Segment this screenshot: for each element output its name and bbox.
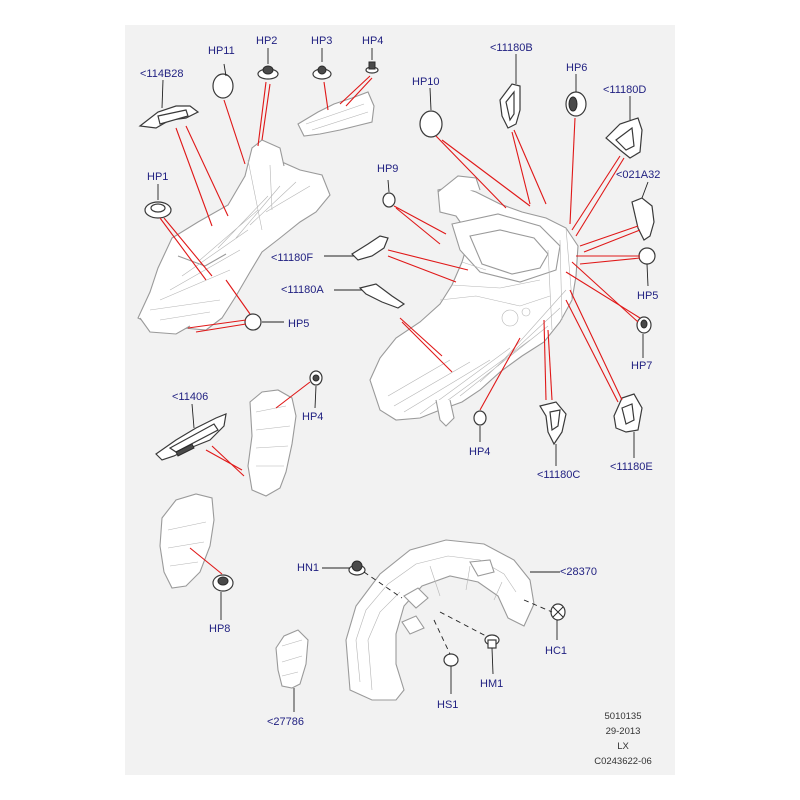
callout-11180C: <11180C — [537, 469, 581, 481]
rear-body-structure — [369, 175, 579, 427]
bracket-11180C — [539, 401, 567, 446]
bracket-11180D — [605, 117, 643, 159]
plug-hp5-left — [244, 313, 262, 331]
bracket-11180E — [613, 393, 643, 433]
deflector-27786 — [275, 629, 309, 689]
callout-11180A: <11180A — [281, 284, 324, 296]
bracket-021A32 — [631, 197, 655, 241]
callout-28370: <28370 — [560, 566, 598, 578]
plug-hp4-top — [365, 61, 379, 74]
callout-hp5-right: HP5 — [637, 290, 659, 302]
bracket-11180F — [351, 235, 389, 261]
reference-number: 5010135 — [604, 711, 642, 722]
fastener-hc1 — [550, 603, 566, 621]
callout-11180D: <11180D — [603, 84, 647, 96]
reference-date: 29-2013 — [605, 726, 641, 737]
plug-hp9 — [382, 192, 396, 208]
plug-hp3 — [312, 65, 332, 80]
callout-hp4-low: HP4 — [469, 446, 491, 458]
callout-hp9: HP9 — [377, 163, 399, 175]
callout-hm1: HM1 — [480, 678, 504, 690]
plug-hp7 — [636, 316, 652, 334]
front-body-structure — [137, 139, 331, 335]
callout-hp1: HP1 — [147, 171, 169, 183]
callout-11180F: <11180F — [271, 252, 314, 264]
callout-021A32: <021A32 — [616, 169, 661, 181]
leader-lines — [159, 75, 641, 575]
plug-hp11 — [212, 73, 234, 99]
callout-11180E: <11180E — [610, 461, 653, 473]
plug-hp6 — [565, 91, 587, 117]
callout-hc1: HC1 — [545, 645, 568, 657]
plug-hp1 — [144, 201, 172, 219]
callout-hp5-left: HP5 — [288, 318, 310, 330]
callout-11180B: <11180B — [490, 42, 533, 54]
inner-side-panel — [247, 389, 297, 497]
plug-hp5-right — [638, 247, 656, 265]
plug-hp4-mid — [309, 370, 323, 386]
upper-bracket — [297, 91, 375, 137]
callout-hp10: HP10 — [412, 76, 440, 88]
dashed-assembly-lines — [363, 571, 553, 655]
fastener-hm1 — [484, 634, 500, 649]
bracket-11180A — [358, 283, 406, 309]
callout-hp8: HP8 — [209, 623, 231, 635]
fastener-hs1 — [443, 653, 459, 667]
plug-hp10 — [419, 110, 443, 138]
plug-hp2 — [257, 65, 279, 80]
callout-11406: <11406 — [172, 391, 209, 403]
callout-hp2: HP2 — [256, 35, 278, 47]
reference-illustration-id: C0243622-06 — [594, 756, 652, 767]
plug-hp4-low — [473, 410, 487, 426]
callout-114B28: <114B28 — [140, 68, 184, 80]
callout-hp3: HP3 — [311, 35, 333, 47]
callout-27786: <27786 — [267, 716, 305, 728]
plug-hp8 — [212, 574, 234, 592]
callout-hp7: HP7 — [631, 360, 653, 372]
callout-hp4-top: HP4 — [362, 35, 384, 47]
wheel-arch-liner — [345, 539, 535, 701]
lower-side-panel — [159, 493, 215, 589]
callout-hs1: HS1 — [437, 699, 459, 711]
callout-hn1: HN1 — [297, 562, 320, 574]
callout-hp11: HP11 — [208, 45, 235, 57]
callout-hp4-mid: HP4 — [302, 411, 324, 423]
bracket-11406 — [155, 413, 227, 461]
black-leaders — [157, 48, 649, 712]
fastener-hn1 — [348, 560, 366, 576]
reference-model: LX — [617, 741, 629, 752]
bracket-11180B — [499, 83, 521, 129]
callout-hp6: HP6 — [566, 62, 588, 74]
bracket-114B28 — [138, 105, 200, 129]
